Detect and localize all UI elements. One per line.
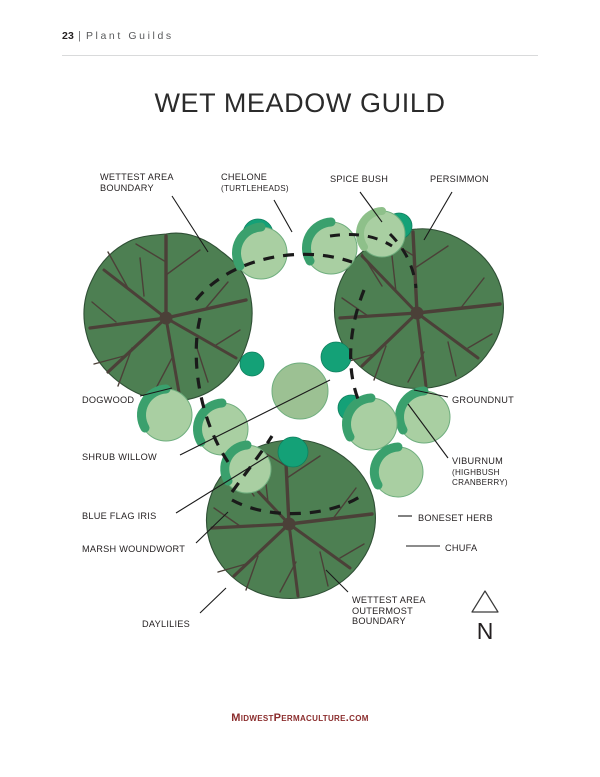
header-separator: |: [78, 30, 81, 42]
shrub-chelone-a: [232, 222, 288, 280]
shrub-group: [137, 207, 451, 498]
shrub-groundnut: [395, 386, 451, 444]
shrub-spice-bush: [355, 207, 406, 258]
leader-groundnut: [413, 389, 449, 398]
header-row: 23 | Plant Guilds: [62, 30, 538, 52]
leader-chelone: [273, 199, 293, 233]
leader-viburnum: [407, 403, 449, 459]
page-header: 23 | Plant Guilds: [62, 30, 538, 58]
header-section-title: Plant Guilds: [85, 30, 174, 42]
label-boneset-herb: BONESET HERB: [418, 513, 493, 523]
label-dogwood: DOGWOOD: [82, 395, 135, 405]
page-title: WET MEADOW GUILD: [154, 88, 446, 118]
shrub-dogwood: [137, 384, 193, 442]
wettest-area-outermost-boundary-dashed: [329, 232, 418, 289]
label-shrub-willow: SHRUB WILLOW: [82, 452, 157, 462]
leader-dogwood: [139, 387, 173, 397]
leader-daylilies: [199, 587, 227, 614]
shrub-center: [271, 362, 329, 420]
leader-wettest-outermost: [325, 569, 349, 593]
leader-wettest-area-boundary: [171, 195, 209, 253]
leader-spice-bush: [359, 191, 383, 223]
canopy-tree-upper-left: [83, 232, 253, 402]
footer-site-link[interactable]: MidwestPermaculture.com: [231, 712, 369, 724]
label-viburnum: VIBURNUM: [452, 456, 504, 466]
label-chelone: CHELONE: [221, 172, 268, 182]
page-number: 23: [62, 30, 75, 42]
shrub-willow: [193, 398, 249, 456]
label-persimmon: PERSIMMON: [430, 174, 489, 184]
label-chelone-common-name: (TURTLEHEADS): [221, 184, 289, 193]
teal-patch-mid-left: [239, 351, 265, 377]
label-blue-flag-iris: BLUE FLAG IRIS: [82, 511, 157, 521]
label-marsh-woundwort: MARSH WOUNDWORT: [82, 544, 186, 554]
wettest-area-boundary-dashed: [194, 252, 366, 516]
leader-marsh-woundwort: [195, 511, 229, 544]
leader-persimmon: [423, 191, 453, 241]
canopy-tree-upper-right: [333, 228, 504, 390]
north-arrow-icon: [471, 590, 499, 613]
label-groundnut: GROUNDNUT: [452, 395, 514, 405]
compass-north-letter: N: [476, 618, 494, 644]
teal-patch-mid-right: [320, 341, 352, 373]
label-chufa: CHUFA: [445, 543, 478, 553]
header-divider: [62, 55, 538, 56]
shrub-boneset: [369, 442, 424, 498]
shrub-viburnum: [342, 393, 398, 451]
label-spice-bush: SPICE BUSH: [330, 174, 389, 184]
leader-shrub-willow: [179, 379, 331, 456]
compass-rose: N: [463, 588, 507, 644]
leader-lines: [139, 191, 453, 614]
leader-blue-flag-iris: [175, 455, 269, 514]
teal-patch-lower-center: [277, 436, 309, 468]
shrub-chelone-b: [302, 217, 358, 275]
label-daylilies: DAYLILIES: [142, 619, 191, 629]
